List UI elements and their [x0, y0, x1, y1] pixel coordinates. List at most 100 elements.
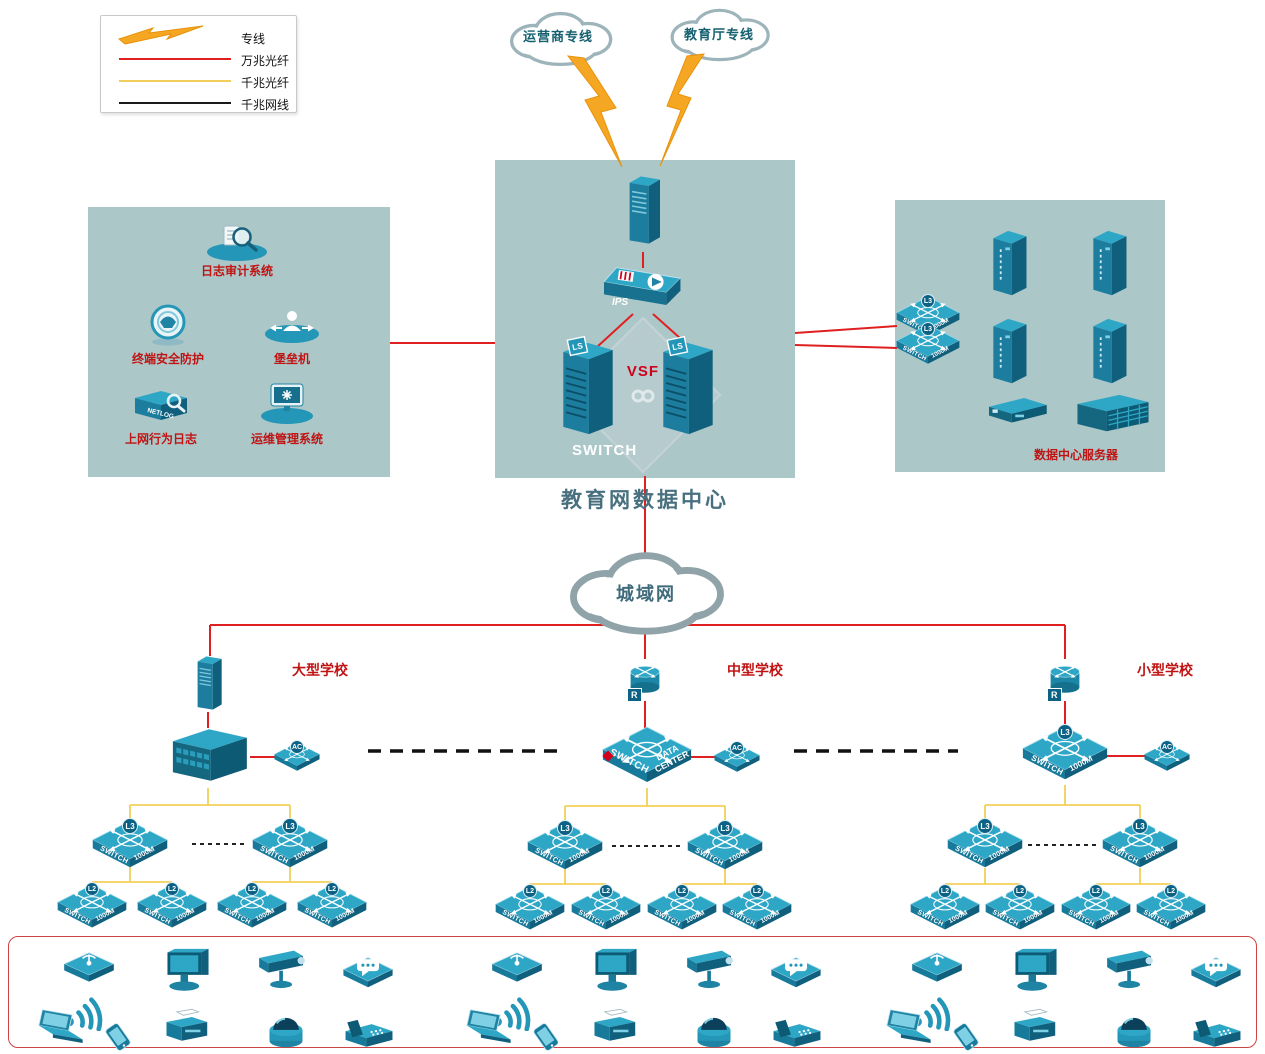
- legend: 专线 万兆光纤 千兆光纤 千兆网线: [100, 15, 297, 113]
- edu-cloud-label: 教育厅专线: [683, 27, 755, 42]
- l3-aggregation-switch: L3: [1102, 818, 1178, 869]
- desktop-monitor-icon: [1008, 948, 1064, 998]
- l2-access-switch: L2: [722, 884, 792, 931]
- l2-access-switch: L2: [137, 882, 207, 929]
- printer-icon: [586, 1006, 642, 1050]
- small-school-core-switch: L3: [1022, 724, 1108, 781]
- ips-device: IPS: [604, 264, 684, 314]
- l3-badge: L3: [122, 818, 138, 834]
- l2-badge: L2: [1089, 884, 1103, 898]
- vsf-link-icon: [631, 389, 655, 403]
- l3-badge: L3: [1132, 818, 1148, 834]
- laptop-icon: [876, 1008, 938, 1050]
- legend-line-10g: [119, 58, 231, 60]
- bastion-host-icon: [262, 306, 322, 344]
- legend-label-dedicated: 专线: [241, 32, 266, 46]
- l3-badge: L3: [921, 294, 935, 308]
- router-badge: R: [1047, 688, 1062, 702]
- ac-badge: AC: [290, 740, 304, 754]
- l3-aggregation-switch: L3: [947, 818, 1023, 869]
- ac-badge: AC: [730, 741, 744, 755]
- l2-badge: L2: [750, 884, 764, 898]
- dome-camera-icon: [1111, 1006, 1157, 1050]
- server-tower: [986, 226, 1032, 302]
- printer-icon: [158, 1006, 214, 1050]
- l2-badge: L2: [325, 882, 339, 896]
- legend-label-1g: 千兆光纤: [241, 76, 290, 90]
- l2-badge: L2: [245, 882, 259, 896]
- endpoint-protection-icon: [146, 302, 190, 346]
- l2-badge: L2: [938, 884, 952, 898]
- laptop-icon: [456, 1008, 518, 1050]
- wireless-ap-icon: [60, 948, 118, 988]
- desk-phone-icon: [766, 1012, 828, 1052]
- servers-label: 数据中心服务器: [1033, 448, 1119, 462]
- small-school-ac: AC: [1144, 740, 1190, 772]
- medium-school-core-switch: SWITCH DATA CENTER: [602, 726, 692, 784]
- l2-badge: L2: [1164, 884, 1178, 898]
- l2-badge: L2: [523, 884, 537, 898]
- l2-badge: L2: [165, 882, 179, 896]
- legend-label-cable: 千兆网线: [241, 98, 290, 112]
- vsf-member-switch-right: [656, 328, 720, 448]
- dome-camera-icon: [263, 1006, 309, 1050]
- wireless-ap-icon: [908, 948, 966, 988]
- l3-badge: L3: [921, 322, 935, 336]
- l2-access-switch: L2: [495, 884, 565, 931]
- server-tower: [986, 314, 1032, 390]
- ip-camera-icon: [678, 944, 742, 992]
- log-audit-icon: [204, 222, 270, 262]
- l2-access-switch: L2: [1136, 884, 1206, 931]
- large-school-firewall: [190, 650, 228, 716]
- endpoint-protection-label: 终端安全防护: [131, 352, 205, 366]
- vsf-member-switch-left: [556, 328, 620, 448]
- ips-label: IPS: [612, 297, 629, 308]
- netlog-label: 上网行为日志: [124, 432, 198, 446]
- large-school-label: 大型学校: [292, 662, 348, 678]
- man-cloud-label: 城域网: [616, 584, 676, 604]
- l3-aggregation-switch: L3: [92, 818, 168, 869]
- netlog-icon: NETLOG: [130, 388, 192, 424]
- desktop-monitor-icon: [588, 948, 644, 998]
- medium-school-router: R: [621, 656, 669, 702]
- ac-badge: AC: [1160, 740, 1174, 754]
- large-school-ac: AC: [274, 740, 320, 772]
- l3-aggregation-switch: L3: [252, 818, 328, 869]
- smartphone-icon: [521, 1020, 571, 1054]
- l2-badge: L2: [599, 884, 613, 898]
- desk-phone-icon: [1186, 1012, 1248, 1052]
- l3-badge: L3: [1057, 724, 1073, 740]
- l3-aggregation-switch: L3: [687, 820, 763, 871]
- l2-access-switch: L2: [647, 884, 717, 931]
- ops-management-label: 运维管理系统: [250, 432, 324, 446]
- l2-access-switch: L2: [57, 882, 127, 929]
- dome-camera-icon: [691, 1006, 737, 1050]
- small-school-label: 小型学校: [1137, 662, 1193, 678]
- ops-management-icon: [258, 382, 316, 424]
- l3-aggregation-switch: L3: [527, 820, 603, 871]
- printer-icon: [1006, 1006, 1062, 1050]
- medium-school-label: 中型学校: [727, 662, 783, 678]
- bastion-host-label: 堡垒机: [273, 352, 311, 366]
- l2-badge: L2: [675, 884, 689, 898]
- lightning-bolts: [566, 53, 706, 168]
- smartphone-icon: [93, 1020, 143, 1054]
- l2-access-switch: L2: [910, 884, 980, 931]
- rack-appliance: [982, 394, 1052, 430]
- laptop-icon: [28, 1008, 90, 1050]
- legend-label-10g: 万兆光纤: [241, 54, 290, 68]
- blade-chassis: [1072, 390, 1154, 438]
- l2-access-switch: L2: [571, 884, 641, 931]
- core-firewall: [620, 164, 668, 256]
- l3-badge: L3: [717, 820, 733, 836]
- isp-cloud-label: 运营商专线: [522, 29, 594, 44]
- smartphone-icon: [941, 1020, 991, 1054]
- ip-camera-icon: [1098, 944, 1162, 992]
- server-tower: [1086, 226, 1132, 302]
- desktop-monitor-icon: [160, 948, 216, 998]
- server-tower: [1086, 314, 1132, 390]
- wireless-ap-icon: [488, 948, 546, 988]
- l2-access-switch: L2: [217, 882, 287, 929]
- legend-line-1g: [119, 80, 231, 82]
